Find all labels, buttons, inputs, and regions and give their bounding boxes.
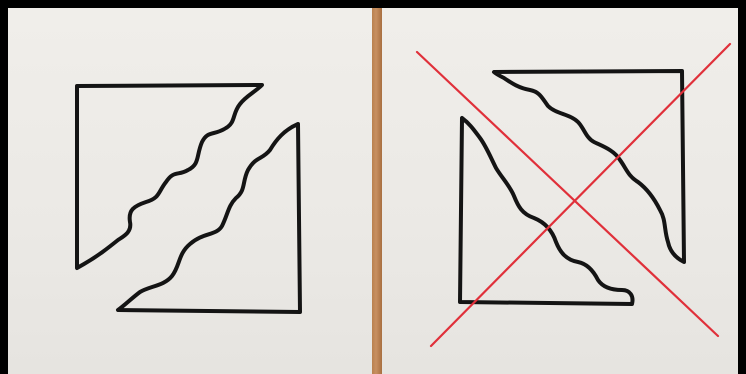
- right-upper-piece: [494, 71, 684, 262]
- left-upper-piece: [77, 85, 262, 268]
- left-lower-piece: [118, 124, 300, 312]
